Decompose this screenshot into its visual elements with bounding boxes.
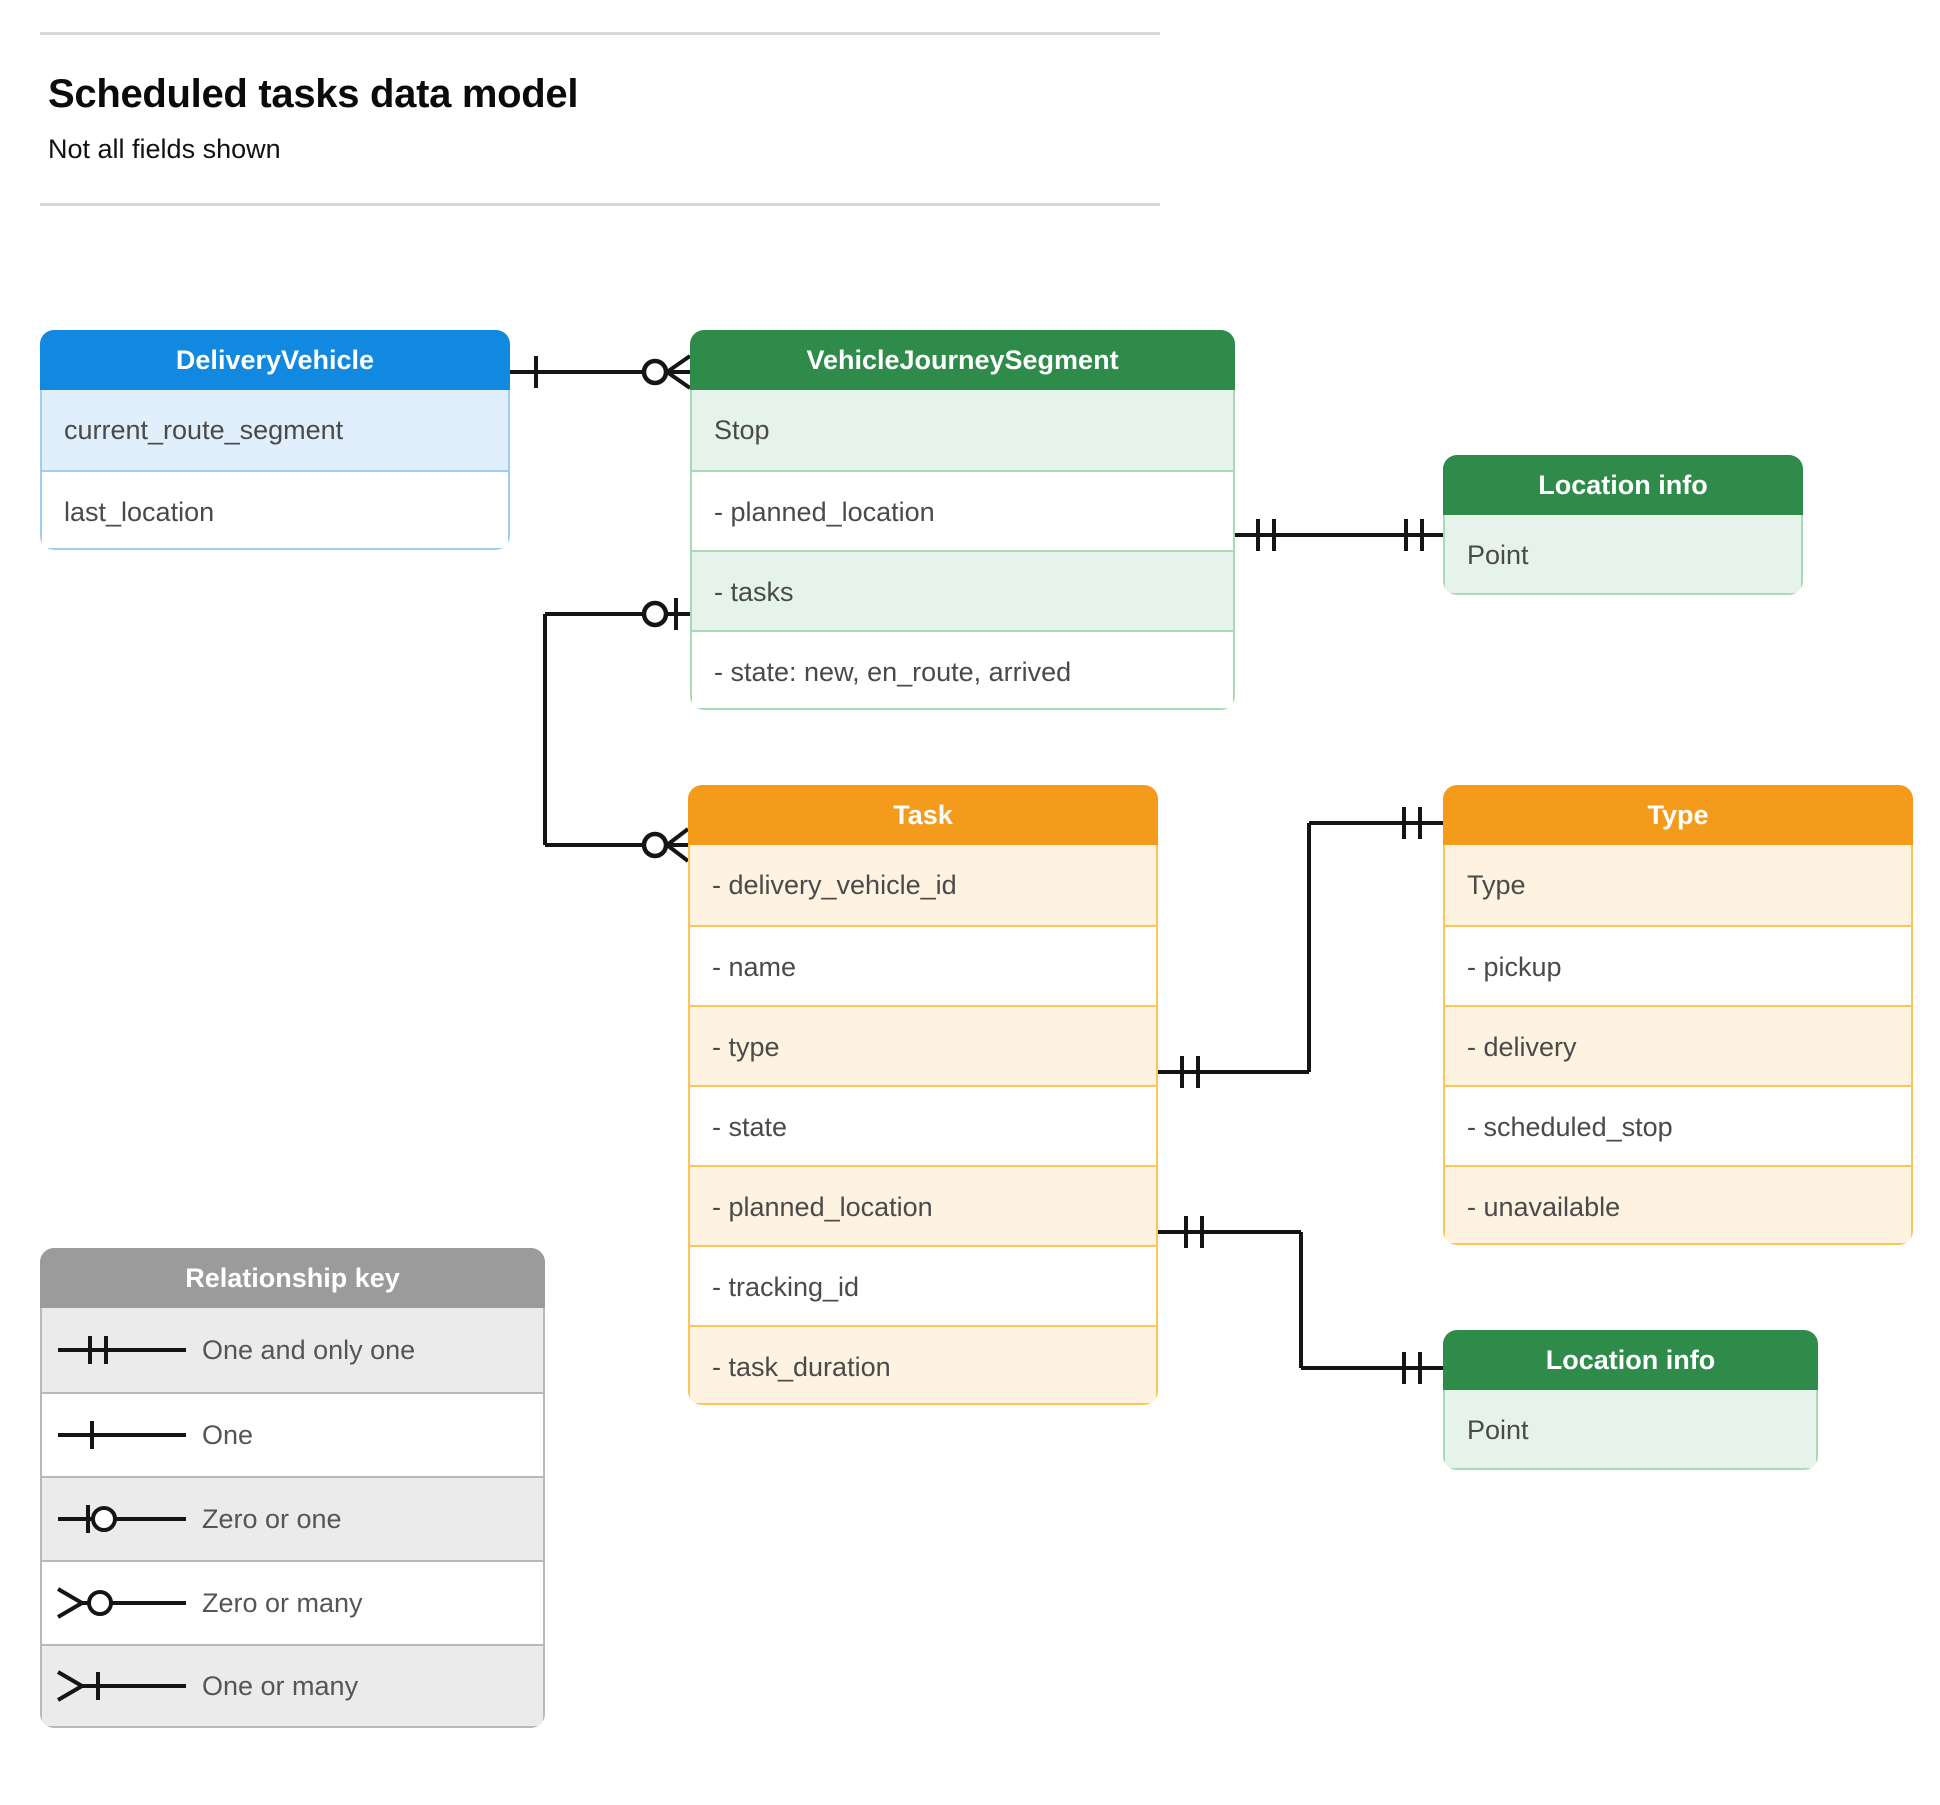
page-title: Scheduled tasks data model bbox=[48, 72, 579, 116]
zero-or-many-icon bbox=[42, 1583, 202, 1623]
legend-item-label: Zero or many bbox=[202, 1588, 363, 1618]
legend-item-one-and-only-one: One and only one bbox=[40, 1308, 545, 1392]
entity-field-row: - scheduled_stop bbox=[1443, 1085, 1913, 1165]
entity-field-row: Stop bbox=[690, 390, 1235, 470]
entity-title-location-info: Location info bbox=[1443, 1330, 1818, 1390]
entity-task[interactable]: Task - delivery_vehicle_id - name - type… bbox=[688, 785, 1158, 1405]
legend-item-label: Zero or one bbox=[202, 1504, 342, 1534]
header-divider-top bbox=[40, 32, 1160, 35]
one-or-many-icon bbox=[42, 1666, 202, 1706]
entity-field-row: last_location bbox=[40, 470, 510, 550]
entity-title-task: Task bbox=[688, 785, 1158, 845]
entity-field-row: - planned_location bbox=[688, 1165, 1158, 1245]
one-and-only-one-icon bbox=[42, 1330, 202, 1370]
header-divider-bottom bbox=[40, 203, 1160, 206]
legend-item-zero-or-one: Zero or one bbox=[40, 1476, 545, 1560]
legend-item-one: One bbox=[40, 1392, 545, 1476]
entity-field-row: Point bbox=[1443, 1390, 1818, 1470]
entity-field-row: - delivery bbox=[1443, 1005, 1913, 1085]
entity-field-row: - pickup bbox=[1443, 925, 1913, 1005]
entity-field-row: Type bbox=[1443, 845, 1913, 925]
entity-title-delivery-vehicle: DeliveryVehicle bbox=[40, 330, 510, 390]
entity-location-info-1[interactable]: Location info Point bbox=[1443, 455, 1803, 595]
entity-field-row: - type bbox=[688, 1005, 1158, 1085]
legend-relationship-key[interactable]: Relationship key One and only one One bbox=[40, 1248, 545, 1728]
page-subtitle: Not all fields shown bbox=[48, 134, 281, 164]
legend-item-label: One or many bbox=[202, 1671, 359, 1701]
connector-task-type bbox=[1158, 807, 1443, 1088]
entity-field-row: - unavailable bbox=[1443, 1165, 1913, 1245]
entity-location-info-2[interactable]: Location info Point bbox=[1443, 1330, 1818, 1470]
legend-item-one-or-many: One or many bbox=[40, 1644, 545, 1728]
entity-field-row: - planned_location bbox=[690, 470, 1235, 550]
legend-item-label: One bbox=[202, 1420, 254, 1450]
entity-title-vehicle-journey-segment: VehicleJourneySegment bbox=[690, 330, 1235, 390]
entity-field-row: - name bbox=[688, 925, 1158, 1005]
entity-title-type: Type bbox=[1443, 785, 1913, 845]
legend-item-zero-or-many: Zero or many bbox=[40, 1560, 545, 1644]
legend-title: Relationship key bbox=[40, 1248, 545, 1308]
entity-field-row: current_route_segment bbox=[40, 390, 510, 470]
connector-deliveryvehicle-vjs bbox=[510, 354, 692, 390]
connector-vjs-locationinfo bbox=[1235, 519, 1443, 551]
one-icon bbox=[42, 1415, 202, 1455]
zero-or-one-icon bbox=[42, 1499, 202, 1539]
entity-field-row: - delivery_vehicle_id bbox=[688, 845, 1158, 925]
entity-delivery-vehicle[interactable]: DeliveryVehicle current_route_segment la… bbox=[40, 330, 510, 550]
entity-field-row: - state bbox=[688, 1085, 1158, 1165]
entity-type[interactable]: Type Type - pickup - delivery - schedule… bbox=[1443, 785, 1913, 1245]
connector-task-locationinfo bbox=[1158, 1216, 1443, 1384]
entity-title-location-info: Location info bbox=[1443, 455, 1803, 515]
connector-vjs-task bbox=[543, 598, 690, 863]
legend-item-label: One and only one bbox=[202, 1335, 416, 1365]
entity-vehicle-journey-segment[interactable]: VehicleJourneySegment Stop - planned_loc… bbox=[690, 330, 1235, 710]
entity-field-row: Point bbox=[1443, 515, 1803, 595]
entity-field-row: - state: new, en_route, arrived bbox=[690, 630, 1235, 710]
entity-field-row: - tasks bbox=[690, 550, 1235, 630]
entity-field-row: - tracking_id bbox=[688, 1245, 1158, 1325]
entity-field-row: - task_duration bbox=[688, 1325, 1158, 1405]
